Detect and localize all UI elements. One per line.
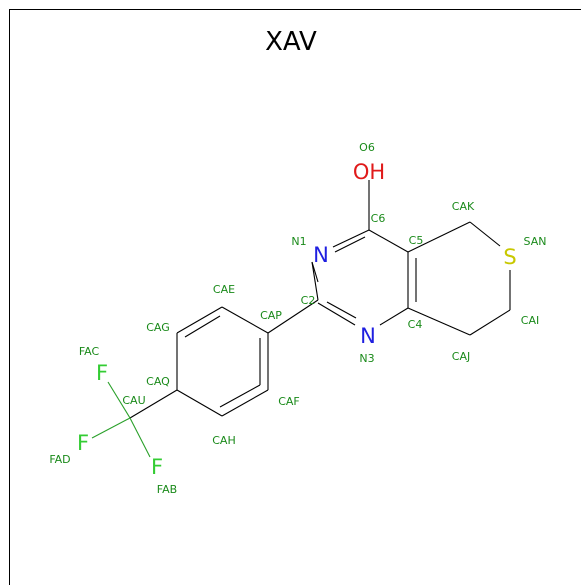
bond-c2-n1b [311, 261, 319, 301]
bond-caq-cah [176, 389, 223, 417]
bond-cae-cag [176, 306, 223, 334]
bond-cau-fab [129, 417, 151, 458]
bonds [91, 180, 511, 458]
atom-labels: O6 C6 N1 C5 CAK SAN C2 CAE CAP C4 CAI CA… [49, 141, 546, 496]
atom-symbols: OH N N S F F F [77, 160, 517, 479]
label-n3: N3 [359, 352, 374, 365]
diagram-frame [9, 9, 581, 585]
label-n1: N1 [291, 235, 306, 248]
bond-caj-c4 [407, 307, 471, 336]
bond-n3-c4 [379, 307, 409, 326]
label-san: SAN [524, 235, 547, 248]
bond-cau-fad [91, 417, 131, 439]
label-c5: C5 [409, 234, 424, 247]
label-c4: C4 [408, 318, 423, 331]
bond-caq-cau [129, 389, 178, 419]
fluorine-atom-fab: F [151, 455, 163, 479]
bond-cah-caf-double [219, 384, 261, 408]
label-c2: C2 [301, 294, 316, 307]
bond-cak-s [469, 221, 501, 247]
nitrogen-atom-n1: N [313, 243, 329, 267]
label-caq: CAQ [146, 375, 170, 388]
label-cai: CAI [521, 314, 539, 327]
bond-c6-n1-double [334, 236, 366, 253]
bond-cau-fac [107, 381, 131, 419]
bond-cah-caf [221, 389, 269, 417]
sulfur-atom: S [503, 245, 516, 269]
bond-c5-cak [407, 221, 471, 253]
label-cae: CAE [213, 283, 235, 296]
bond-cap-cae [221, 306, 269, 334]
label-o6: O6 [359, 141, 375, 154]
label-caj: CAJ [452, 350, 470, 363]
bond-cai-caj [469, 309, 511, 336]
label-fad: FAD [49, 453, 70, 466]
oxygen-atom: OH [353, 160, 385, 184]
label-caf: CAF [278, 395, 300, 408]
label-cak: CAK [452, 200, 475, 213]
bond-cae-cag-double [184, 315, 221, 338]
label-fab: FAB [157, 483, 177, 496]
bond-c2-n3-double [326, 301, 357, 319]
bond-c2-n3 [317, 302, 356, 326]
diagram-title: XAV [265, 27, 317, 57]
label-cah: CAH [212, 434, 235, 447]
label-cag: CAG [146, 321, 170, 334]
label-cau: CAU [122, 394, 145, 407]
label-cap: CAP [260, 309, 282, 322]
bond-c6-n1 [332, 229, 370, 248]
label-c6: C6 [371, 212, 386, 225]
bond-c2-cap [267, 299, 319, 334]
nitrogen-atom-n3: N [360, 324, 376, 348]
fluorine-atom-fac: F [96, 361, 108, 385]
bond-c6-c5 [368, 229, 409, 253]
label-fac: FAC [79, 345, 100, 358]
fluorine-atom-fad: F [77, 431, 89, 455]
